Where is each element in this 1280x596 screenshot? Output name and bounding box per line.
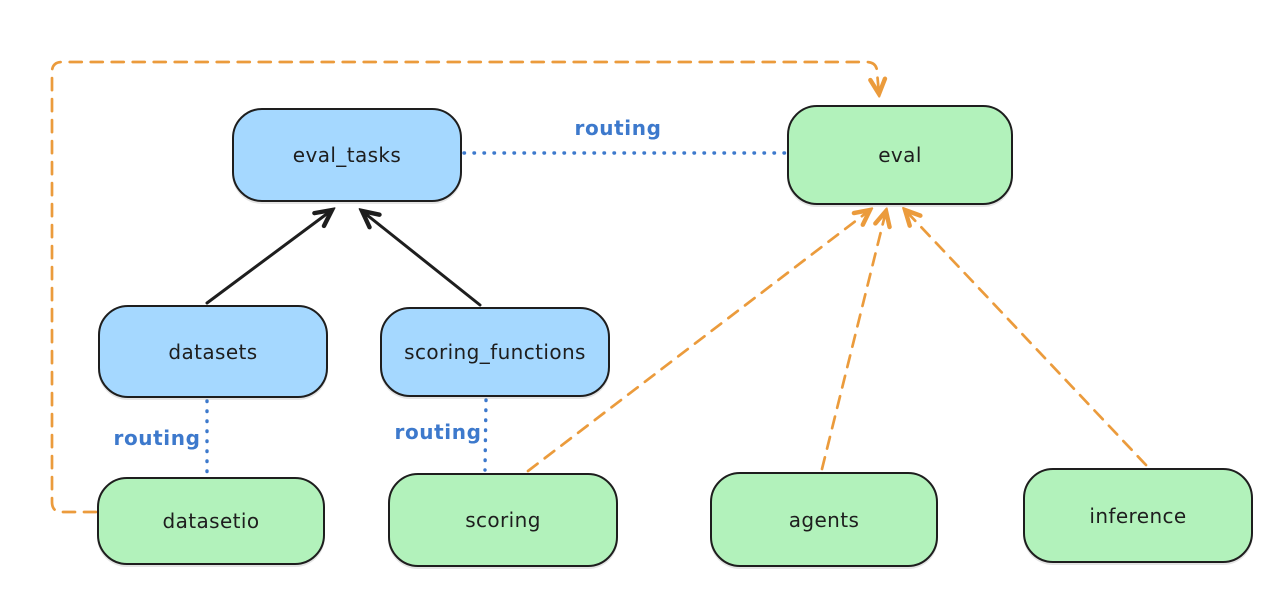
node-inference-label: inference — [1089, 503, 1187, 528]
routing-label-eval-tasks-eval: routing — [574, 116, 662, 140]
node-agents: agents — [710, 472, 938, 567]
node-scoring: scoring — [388, 473, 618, 567]
edge-agents-to-eval — [820, 211, 886, 471]
node-datasets: datasets — [98, 305, 328, 398]
node-eval-tasks-label: eval_tasks — [292, 143, 402, 167]
node-datasetio: datasetio — [97, 477, 325, 565]
node-scoring-label: scoring — [465, 508, 541, 532]
node-eval-tasks: eval_tasks — [232, 108, 462, 202]
node-datasets-label: datasets — [168, 339, 258, 364]
node-datasetio-label: datasetio — [162, 509, 260, 533]
routing-label-datasets-datasetio: routing — [113, 426, 201, 450]
node-scoring-functions-label: scoring_functions — [404, 340, 586, 364]
routing-label-scoring-functions-scoring: routing — [394, 420, 482, 444]
node-eval: eval — [787, 105, 1013, 205]
edge-datasets-to-eval-tasks — [205, 210, 332, 305]
node-eval-label: eval — [878, 143, 922, 167]
edge-scoring-functions-to-eval-tasks — [362, 211, 482, 307]
node-agents-label: agents — [788, 507, 860, 532]
node-scoring-functions: scoring_functions — [380, 307, 610, 397]
node-inference: inference — [1023, 468, 1253, 563]
edge-inference-to-eval — [905, 210, 1148, 467]
